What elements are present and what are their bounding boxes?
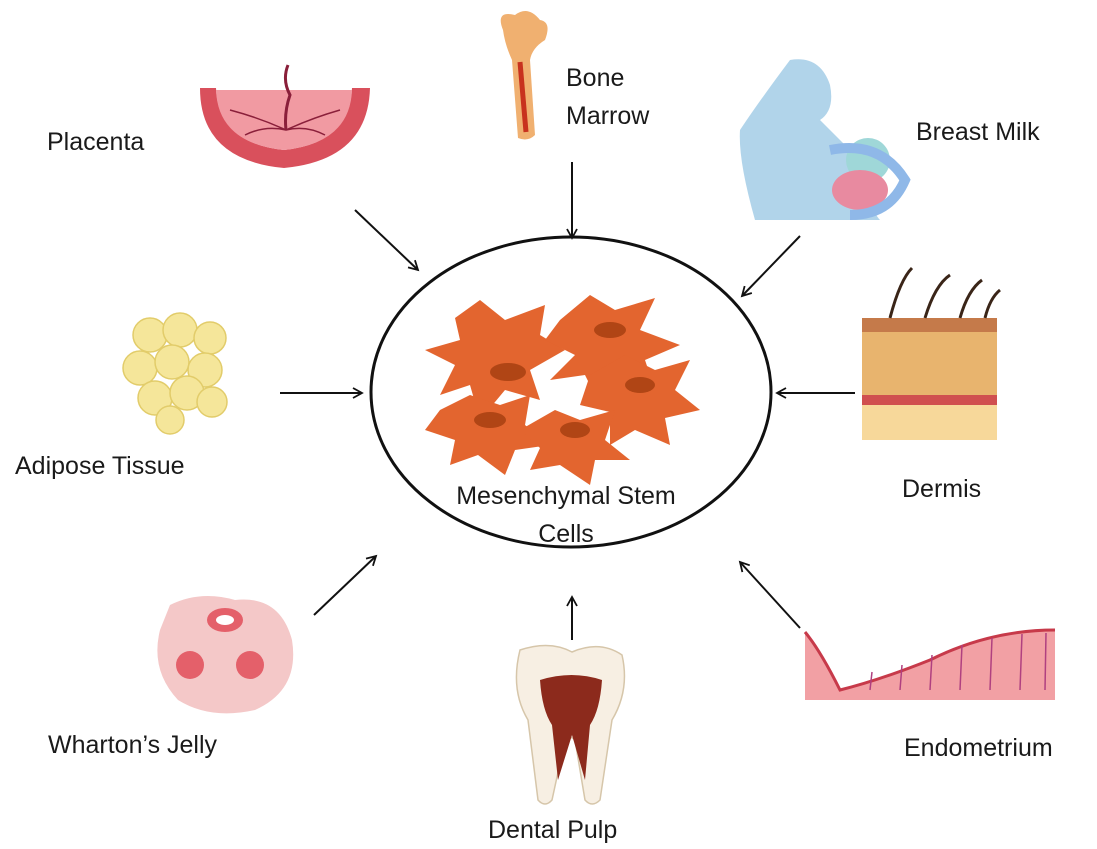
breast-milk-illustration [740,59,905,220]
dermis-illustration [862,268,1000,440]
arrow-endometrium [740,562,800,628]
label-dermis: Dermis [902,474,981,504]
arrow-placenta [355,210,418,270]
label-breast-milk: Breast Milk [916,117,1040,147]
center-label-line2: Cells [436,518,696,551]
arrow-whartons-jelly [314,556,376,615]
center-label-line1: Mesenchymal Stem [436,480,696,513]
label-placenta: Placenta [47,127,144,157]
dental-pulp-illustration [516,645,624,804]
whartons-jelly-illustration [157,596,293,713]
bone-marrow-illustration [501,11,548,139]
arrow-breast-milk [742,236,800,296]
label-dental-pulp: Dental Pulp [488,815,617,845]
label-whartons-jelly: Wharton’s Jelly [48,730,217,760]
label-adipose-tissue: Adipose Tissue [15,451,185,481]
endometrium-illustration [805,630,1055,700]
label-bone-marrow-line1: Bone [566,63,624,93]
adipose-tissue-illustration [123,313,227,434]
placenta-illustration [200,65,370,168]
label-endometrium: Endometrium [904,733,1053,763]
label-bone-marrow-line2: Marrow [566,101,649,131]
mesenchymal-stem-cells-illustration [425,295,700,485]
